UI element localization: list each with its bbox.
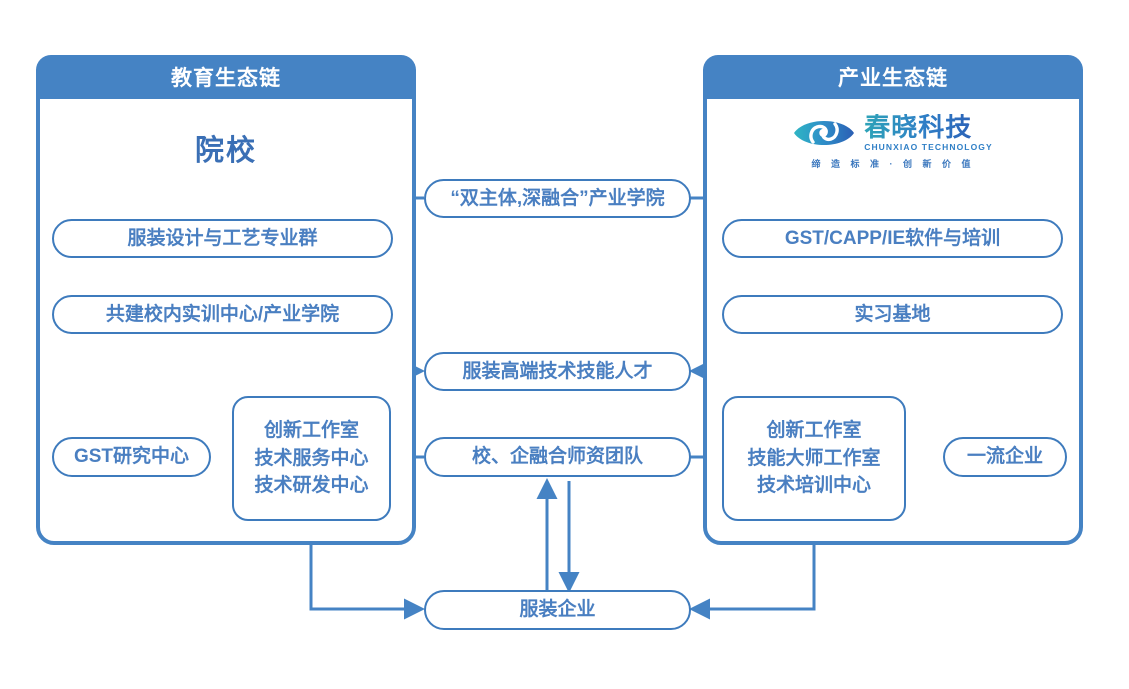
chunxiao-logo-name-cn: 春晓科技 (864, 112, 973, 142)
node-software-training-label: GST/CAPP/IE软件与培训 (784, 227, 1001, 249)
node-left-innovation-studio-line1: 创新工作室 (263, 420, 359, 442)
node-major-group-label: 服装设计与工艺专业群 (127, 227, 318, 249)
node-talent-label: 服装高端技术技能人才 (462, 360, 653, 382)
node-left-innovation-studio-line2: 技术服务中心 (254, 447, 369, 469)
node-faculty-team-label: 校、企融合师资团队 (471, 446, 643, 468)
node-apparel-enterprise[interactable]: 服装企业 (424, 590, 691, 630)
industry-panel-header-label: 产业生态链 (838, 67, 948, 90)
node-right-innovation-studio-line3: 技术培训中心 (756, 475, 871, 497)
node-top-enterprise[interactable]: 一流企业 (943, 437, 1067, 477)
node-industry-college[interactable]: “双主体,深融合”产业学院 (424, 179, 691, 218)
school-section-title: 院校 (194, 135, 257, 167)
node-faculty-team[interactable]: 校、企融合师资团队 (424, 437, 691, 477)
node-left-innovation-studio-line3: 技术研发中心 (254, 475, 369, 497)
education-panel-header-label: 教育生态链 (171, 67, 281, 90)
node-internship-base-label: 实习基地 (854, 303, 931, 325)
node-top-enterprise-label: 一流企业 (966, 446, 1043, 468)
education-panel-header: 教育生态链 (36, 55, 416, 99)
node-industry-college-label: “双主体,深融合”产业学院 (450, 187, 665, 209)
chunxiao-logo-name-en: CHUNXIAO TECHNOLOGY (864, 142, 993, 152)
node-training-center-label: 共建校内实训中心/产业学院 (105, 303, 340, 325)
node-training-center[interactable]: 共建校内实训中心/产业学院 (52, 295, 393, 334)
node-apparel-enterprise-label: 服装企业 (519, 599, 596, 621)
node-right-innovation-studio-line2: 技能大师工作室 (747, 447, 881, 469)
node-major-group[interactable]: 服装设计与工艺专业群 (52, 219, 393, 258)
node-gst-research-center[interactable]: GST研究中心 (52, 437, 211, 477)
node-gst-research-center-label: GST研究中心 (73, 446, 190, 468)
node-internship-base[interactable]: 实习基地 (722, 295, 1063, 334)
chunxiao-logo: 春晓科技 CHUNXIAO TECHNOLOGY 缔 造 标 准 · 创 新 价… (703, 114, 1083, 170)
node-left-innovation-studio[interactable]: 创新工作室 技术服务中心 技术研发中心 (232, 396, 391, 521)
chunxiao-eye-logo-icon (794, 120, 855, 145)
node-software-training[interactable]: GST/CAPP/IE软件与培训 (722, 219, 1063, 258)
node-right-innovation-studio-line1: 创新工作室 (766, 420, 862, 442)
node-right-innovation-studio[interactable]: 创新工作室 技能大师工作室 技术培训中心 (722, 396, 906, 521)
industry-panel-header: 产业生态链 (703, 55, 1083, 99)
chunxiao-logo-tagline: 缔 造 标 准 · 创 新 价 值 (811, 158, 975, 169)
node-talent[interactable]: 服装高端技术技能人才 (424, 352, 691, 391)
